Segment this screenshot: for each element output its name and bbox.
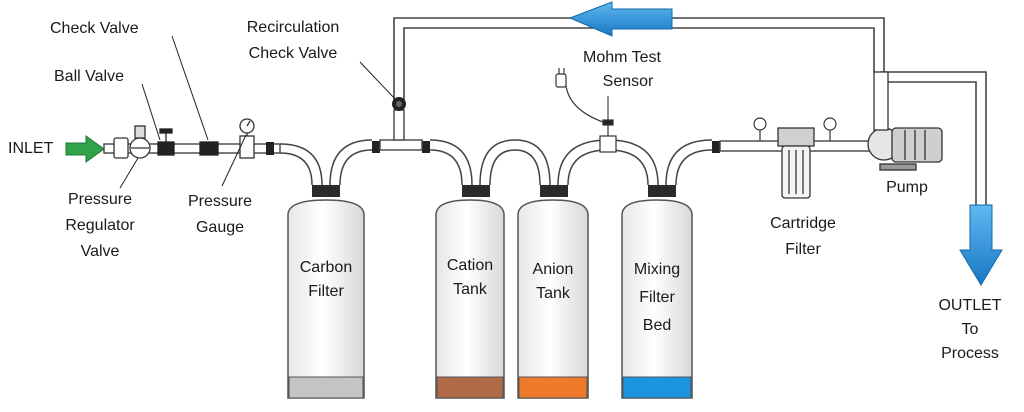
tank-connecting-pipes <box>279 139 713 186</box>
check-valve-label: Check Valve <box>50 20 139 37</box>
pressure-gauge-label-2: Gauge <box>196 219 244 236</box>
anion-tank: Anion Tank <box>517 185 589 399</box>
mohm-sensor <box>555 68 617 153</box>
carbon-tank-label-2: Filter <box>308 283 344 300</box>
outlet-flow-arrow <box>959 204 1003 286</box>
pressure-regulator-label-1: Pressure <box>68 191 132 208</box>
recirculation-check-valve <box>392 97 406 111</box>
pipe-fitting <box>266 141 720 155</box>
inlet-pipe <box>103 143 281 154</box>
anion-tank-label-1: Anion <box>533 261 574 278</box>
cation-tank: Cation Tank <box>435 185 505 399</box>
pump-label: Pump <box>886 179 928 196</box>
component-labels: INLET Check Valve Ball Valve Pressure Re… <box>8 19 1002 362</box>
pump <box>867 71 943 171</box>
mixing-filter-bed-tank: Mixing Filter Bed <box>621 185 693 399</box>
recirculation-label-1: Recirculation <box>247 19 339 36</box>
outlet-label-3: Process <box>941 345 999 362</box>
outlet-label-2: To <box>962 321 979 338</box>
anion-tank-label-2: Tank <box>536 285 571 302</box>
carbon-filter-tank: Carbon Filter <box>287 185 365 399</box>
mixing-tank-label-3: Bed <box>643 317 671 334</box>
inlet-arrow <box>65 135 105 163</box>
leader-lines <box>119 35 609 189</box>
pressure-regulator-label-3: Valve <box>81 243 120 260</box>
cartridge-label-1: Cartridge <box>770 215 836 232</box>
outlet-label-1: OUTLET <box>938 297 1001 314</box>
pressure-regulator-valve <box>113 125 151 159</box>
recirculation-label-2: Check Valve <box>249 45 338 62</box>
check-valve <box>199 141 219 156</box>
inlet-label: INLET <box>8 140 54 157</box>
pressure-regulator-label-2: Regulator <box>65 217 135 234</box>
cation-tank-label-1: Cation <box>447 257 493 274</box>
mixing-tank-label-1: Mixing <box>634 261 680 278</box>
outlet-pipe <box>880 71 987 205</box>
cation-tank-label-2: Tank <box>453 281 488 298</box>
pressure-gauge <box>239 118 255 159</box>
cartridge-gauges <box>753 117 837 141</box>
recirculation-flow-arrow <box>568 1 673 37</box>
cartridge-filter <box>777 127 815 199</box>
ball-valve <box>157 128 175 156</box>
carbon-tank-label-1: Carbon <box>300 259 352 276</box>
mixing-tank-label-2: Filter <box>639 289 675 306</box>
pressure-gauge-label-1: Pressure <box>188 193 252 210</box>
mohm-sensor-label-2: Sensor <box>603 73 654 90</box>
ball-valve-label: Ball Valve <box>54 68 124 85</box>
mohm-sensor-label-1: Mohm Test <box>583 49 662 66</box>
recirculation-tee <box>379 109 423 151</box>
cartridge-label-2: Filter <box>785 241 821 258</box>
